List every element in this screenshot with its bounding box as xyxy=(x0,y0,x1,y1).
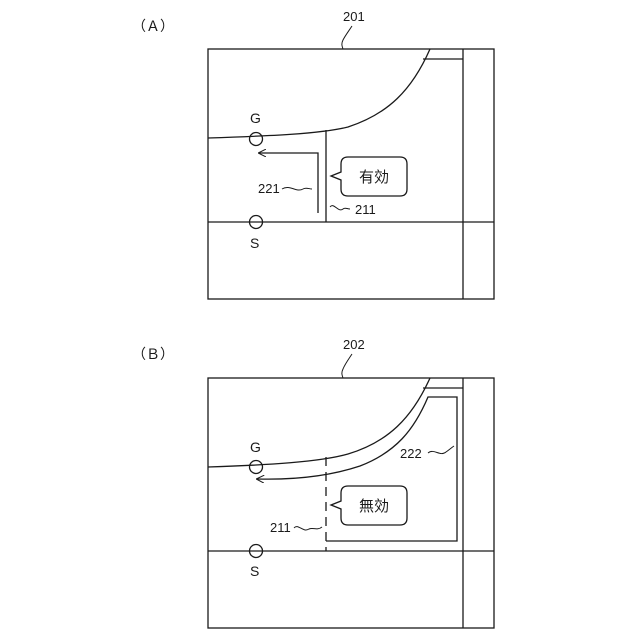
panel-a-label: （Ａ） xyxy=(132,18,174,34)
panel-a-point-s-label: S xyxy=(250,235,259,251)
panel-b-point-s-label: S xyxy=(250,563,259,579)
panel-a: （Ａ） 201 221 211 G S 有効 xyxy=(132,9,494,299)
panel-b-screen-ref-leader xyxy=(342,354,352,378)
panel-b-point-g-label: G xyxy=(250,439,261,455)
panel-b: （Ｂ） 202 222 211 G S 無効 xyxy=(132,337,494,628)
panel-a-route-ref-leader xyxy=(282,187,312,190)
panel-b-point-g-circle xyxy=(250,461,263,474)
panel-b-label: （Ｂ） xyxy=(132,346,174,362)
panel-a-screen-ref-leader xyxy=(342,26,352,49)
panel-b-screen-ref: 202 xyxy=(343,337,365,352)
panel-a-screen-frame xyxy=(208,49,494,299)
panel-a-line-ref: 211 xyxy=(355,202,376,217)
panel-b-line-ref-leader xyxy=(294,527,322,530)
panel-a-route-ref: 221 xyxy=(258,181,280,196)
panel-a-callout-text: 有効 xyxy=(359,169,389,186)
panel-a-point-g-label: G xyxy=(250,110,261,126)
panel-b-callout-text: 無効 xyxy=(359,498,389,515)
panel-b-line-ref: 211 xyxy=(270,520,291,535)
panel-b-route-ref-leader xyxy=(428,446,454,454)
panel-b-screen-frame xyxy=(208,378,494,628)
panel-a-point-g-circle xyxy=(250,133,263,146)
panel-a-screen-ref: 201 xyxy=(343,9,365,24)
panel-b-route-ref: 222 xyxy=(400,446,422,461)
panel-a-course-curve xyxy=(208,49,430,138)
panel-b-course-curve xyxy=(208,378,430,467)
panel-a-line-ref-leader xyxy=(330,206,350,210)
